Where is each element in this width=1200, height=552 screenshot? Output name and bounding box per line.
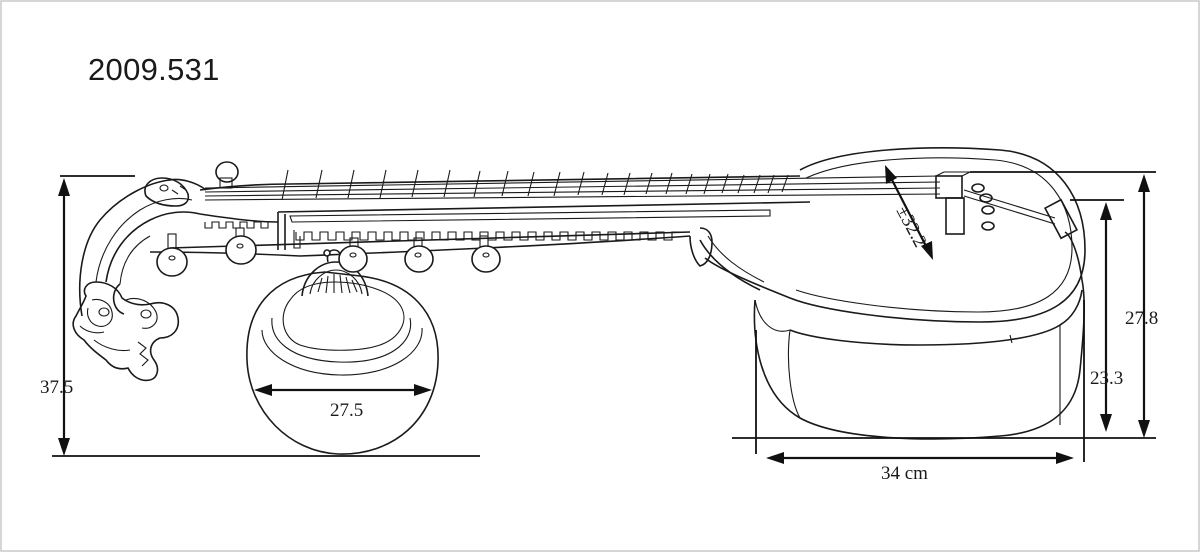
neck: [149, 175, 811, 257]
dimension-overall-body-height: [970, 171, 1156, 438]
bridge: [935, 171, 1079, 240]
dragon-headstock: [72, 177, 207, 382]
dimension-total-height: [52, 175, 480, 457]
main-resonator: [753, 231, 1085, 440]
label-body-length: 34 cm: [881, 463, 928, 484]
label-gourd-width: 27.5: [330, 400, 363, 421]
strings: [204, 175, 1056, 225]
soundboard: [689, 147, 1086, 323]
catalog-number: 2009.531: [88, 52, 220, 87]
tuning-pegs: [156, 161, 501, 277]
string-anchors: [971, 183, 995, 231]
label-body-height: 23.3: [1090, 368, 1123, 389]
dimension-body-height: [1070, 199, 1124, 432]
label-overall-body-height: 27.8: [1125, 308, 1158, 329]
dimension-rosette: [885, 165, 933, 260]
gourd-resonator: [246, 249, 439, 455]
label-rosette-diameter: ±32.2: [892, 202, 931, 250]
dimension-body-length: [732, 300, 1156, 464]
dimension-gourd-width: [254, 384, 432, 396]
label-total-height: 37.5: [40, 377, 73, 398]
gourd-cap-ribs: [317, 274, 358, 294]
